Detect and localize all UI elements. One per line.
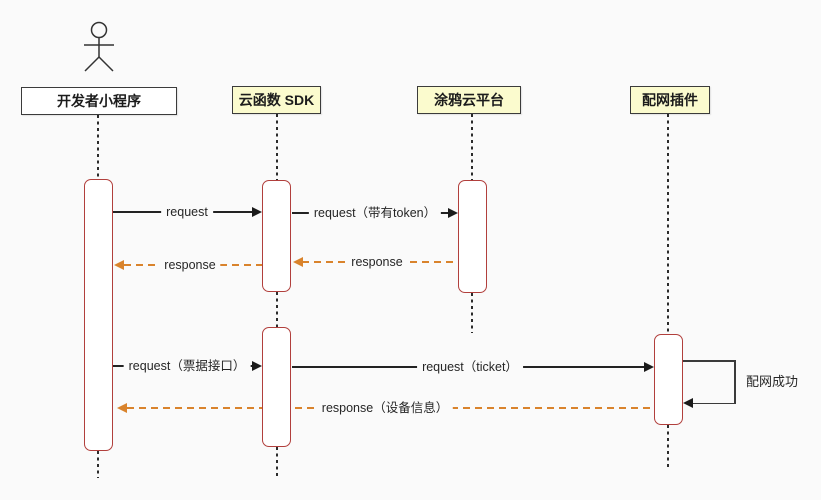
participant-network-config-plugin: 配网插件 — [630, 86, 710, 114]
participant-label: 云函数 SDK — [238, 92, 315, 108]
lifeline-developer-bottom — [97, 451, 99, 478]
lifeline-sdk-middle — [276, 292, 278, 327]
message-request-label: request — [161, 204, 213, 220]
lifeline-tuya-bottom — [471, 293, 473, 333]
lifeline-plugin-bottom — [667, 425, 669, 467]
participant-label: 配网插件 — [642, 92, 698, 108]
participant-label: 涂鸦云平台 — [434, 92, 504, 108]
self-message-bottom-line — [693, 402, 735, 404]
activation-tuya — [458, 180, 487, 293]
message-response-device-info-label: response（设备信息） — [316, 400, 454, 416]
message-response-2-label: response — [159, 257, 221, 273]
arrowhead-left-icon — [117, 403, 127, 413]
lifeline-tuya-top — [471, 114, 473, 180]
lifeline-sdk-bottom — [276, 447, 278, 478]
participant-tuya-cloud-platform: 涂鸦云平台 — [417, 86, 521, 114]
arrowhead-right-icon — [448, 208, 458, 218]
message-request-token-label: request（带有token） — [308, 205, 442, 221]
arrowhead-right-icon — [252, 361, 262, 371]
activation-sdk-1 — [262, 180, 291, 292]
self-message-label: 配网成功 — [746, 374, 799, 389]
arrowhead-right-icon — [644, 362, 654, 372]
participant-label: 开发者小程序 — [57, 93, 141, 109]
activation-plugin — [654, 334, 683, 425]
message-request-ticket-api-label: request（票据接口） — [123, 358, 251, 374]
arrowhead-left-icon — [683, 398, 693, 408]
self-message-top-line — [683, 360, 735, 362]
arrowhead-left-icon — [293, 257, 303, 267]
actor-icon — [84, 21, 114, 72]
arrowhead-left-icon — [114, 260, 124, 270]
lifeline-sdk-top — [276, 114, 278, 180]
arrowhead-right-icon — [252, 207, 262, 217]
participant-developer-miniprogram: 开发者小程序 — [21, 87, 177, 115]
participant-cloud-function-sdk: 云函数 SDK — [232, 86, 321, 114]
lifeline-developer-top — [97, 115, 99, 179]
message-response-1-label: response — [346, 254, 408, 270]
activation-sdk-2 — [262, 327, 291, 447]
lifeline-plugin-top — [667, 114, 669, 334]
self-message-right-line — [734, 360, 736, 404]
activation-developer — [84, 179, 113, 451]
message-request-ticket-label: request（ticket） — [417, 359, 523, 375]
